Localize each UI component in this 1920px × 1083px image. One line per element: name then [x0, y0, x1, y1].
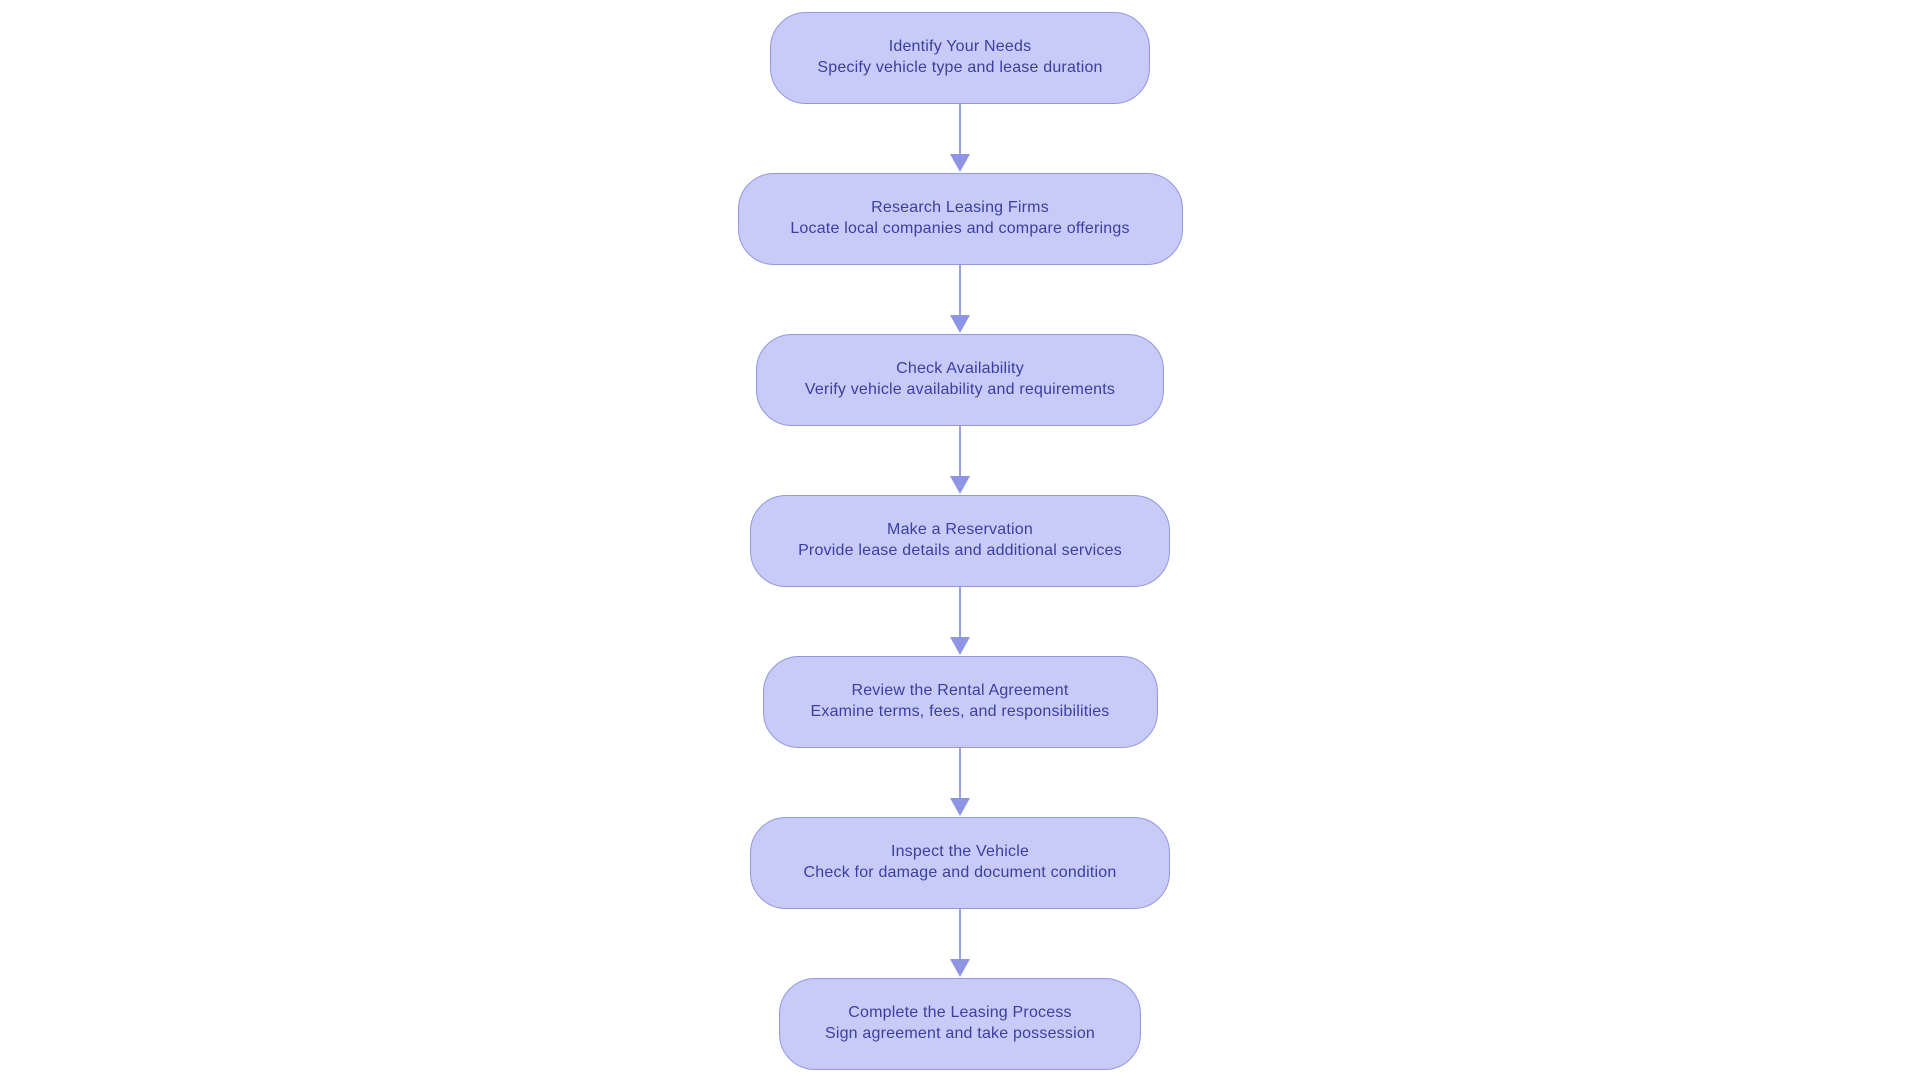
node-title: Identify Your Needs: [888, 38, 1032, 56]
node-subtitle: Verify vehicle availability and requirem…: [804, 381, 1116, 398]
flow-arrow-2: [948, 265, 972, 334]
flow-arrow-5: [948, 748, 972, 817]
arrow-down-icon: [950, 748, 970, 816]
flow-arrow-1: [948, 104, 972, 173]
flow-node-research-firms: Research Leasing Firms Locate local comp…: [737, 173, 1183, 265]
flow-node-inspect-vehicle: Inspect the Vehicle Check for damage and…: [750, 817, 1170, 909]
flow-node-check-availability: Check Availability Verify vehicle availa…: [756, 334, 1164, 426]
node-subtitle: Examine terms, fees, and responsibilitie…: [810, 703, 1110, 720]
arrow-down-icon: [950, 104, 970, 172]
node-title: Complete the Leasing Process: [848, 1004, 1072, 1022]
flow-arrow-6: [948, 909, 972, 978]
node-title: Inspect the Vehicle: [890, 843, 1030, 861]
flow-arrow-4: [948, 587, 972, 656]
node-subtitle: Locate local companies and compare offer…: [790, 220, 1130, 237]
arrow-down-icon: [950, 909, 970, 977]
flow-node-make-reservation: Make a Reservation Provide lease details…: [750, 495, 1170, 587]
flow-node-identify-needs: Identify Your Needs Specify vehicle type…: [770, 12, 1150, 104]
node-title: Research Leasing Firms: [871, 199, 1049, 217]
node-subtitle: Specify vehicle type and lease duration: [817, 59, 1103, 76]
arrow-down-icon: [950, 265, 970, 333]
node-subtitle: Provide lease details and additional ser…: [798, 542, 1122, 559]
node-title: Check Availability: [896, 360, 1024, 378]
node-subtitle: Sign agreement and take possession: [824, 1025, 1096, 1042]
flow-arrow-3: [948, 426, 972, 495]
flowchart: Identify Your Needs Specify vehicle type…: [0, 12, 1920, 1070]
node-subtitle: Check for damage and document condition: [803, 864, 1117, 881]
flow-node-complete-process: Complete the Leasing Process Sign agreem…: [779, 978, 1141, 1070]
arrow-down-icon: [950, 426, 970, 494]
flow-node-review-agreement: Review the Rental Agreement Examine term…: [762, 656, 1158, 748]
node-title: Review the Rental Agreement: [851, 682, 1069, 700]
node-title: Make a Reservation: [887, 521, 1033, 539]
arrow-down-icon: [950, 587, 970, 655]
